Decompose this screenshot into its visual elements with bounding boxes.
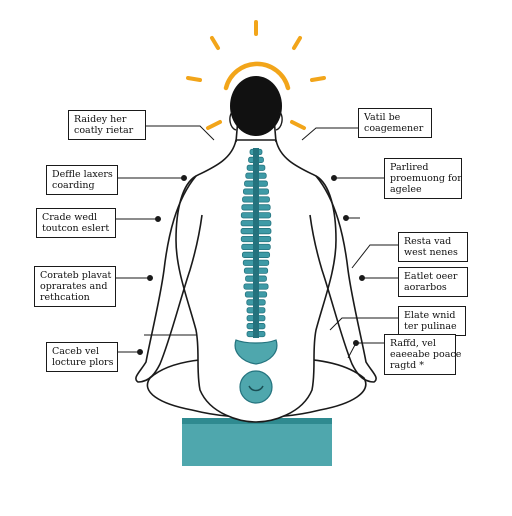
label-right-6-line1: Raffd, vel (390, 338, 436, 349)
label-right-2-line3: agelee (390, 184, 422, 195)
spinous-process (253, 315, 259, 321)
label-left-1: Raidey her coatly rietar (68, 110, 146, 140)
label-right-4-line1: Eatlet oeer (404, 271, 458, 282)
label-right-6: Raffd, vel eaeeabe poace ragtd * (384, 334, 462, 375)
label-right-3-line2: west nenes (404, 247, 458, 258)
label-left-4-line2: oprarates and (40, 281, 108, 292)
sacral-energy-icon (239, 370, 273, 404)
spinous-process (253, 331, 259, 337)
label-left-2-line1: Deffle laxers (52, 169, 113, 180)
spinous-process (253, 307, 259, 313)
label-right-1-line2: coagemener (364, 123, 424, 134)
spinous-process (253, 220, 259, 226)
spinous-process (253, 283, 259, 290)
spinous-process (253, 236, 259, 242)
spinous-process (253, 157, 259, 163)
spinous-process (253, 228, 259, 234)
label-right-3-line1: Resta vad (404, 236, 452, 247)
spinous-process (253, 188, 259, 195)
spinous-process (253, 212, 259, 218)
label-left-5-line1: Caceb vel (52, 346, 100, 357)
label-left-3-line1: Crade wedl (42, 212, 98, 223)
spinous-process (253, 149, 259, 155)
label-right-2-line1: Parlired (390, 162, 429, 173)
label-right-5: Elate wnid ter pulinae (398, 306, 466, 336)
label-right-4: Eatlet oeer aorarbos (398, 267, 468, 297)
label-left-5: Caceb vel locture plors (46, 342, 118, 372)
label-left-2: Deffle laxers coarding (46, 165, 118, 195)
spinous-process (253, 180, 259, 187)
label-left-2-line2: coarding (52, 180, 95, 191)
label-right-6-line2: eaeeabe poace (390, 349, 462, 360)
pelvis (234, 339, 278, 365)
spinous-process (253, 244, 259, 250)
meditation-cushion-icon (182, 418, 332, 466)
spinous-process (253, 299, 259, 306)
spine-icon (240, 148, 272, 338)
label-right-5-line1: Elate wnid (404, 310, 456, 321)
spinous-process (253, 196, 259, 203)
label-right-2-line2: proemuong for (390, 173, 462, 184)
spinous-process (253, 204, 259, 211)
label-right-5-line2: ter pulinae (404, 321, 457, 332)
spinous-process (253, 275, 259, 282)
label-left-4: Corateb plavat oprarates and rethcation (34, 266, 116, 307)
spinous-process (253, 165, 259, 171)
label-left-5-line2: locture plors (52, 357, 114, 368)
label-left-4-line1: Corateb plavat (40, 270, 112, 281)
sun-rays-icon (186, 20, 326, 130)
spinous-process (253, 260, 259, 266)
spinous-process (253, 252, 259, 258)
label-right-1: Vatil be coagemener (358, 108, 432, 138)
label-right-2: Parlired proemuong for agelee (384, 158, 462, 199)
label-left-1-line2: coatly rietar (74, 125, 134, 136)
label-right-4-line2: aorarbos (404, 282, 447, 293)
label-left-3-line2: toutcon eslert (42, 223, 110, 234)
spinous-process (253, 173, 259, 179)
label-left-4-line3: rethcation (40, 292, 90, 303)
label-left-3: Crade wedl toutcon eslert (36, 208, 116, 238)
leader-lines (116, 125, 398, 359)
head (230, 76, 282, 136)
label-right-6-line3: ragtd * (390, 360, 424, 371)
spinous-process (253, 323, 259, 329)
label-right-3: Resta vad west nenes (398, 232, 468, 262)
label-left-1-line1: Raidey her (74, 114, 127, 125)
spinous-process (253, 291, 259, 298)
spinous-process (253, 268, 259, 274)
label-right-1-line1: Vatil be (364, 112, 401, 123)
